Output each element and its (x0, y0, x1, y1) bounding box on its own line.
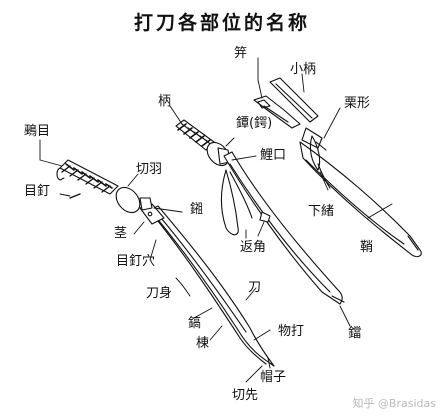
label-tsuka: 柄 (158, 94, 172, 109)
label-sageo: 下緒 (308, 204, 335, 219)
label-mekugi: 目釘 (24, 184, 51, 199)
label-toushin: 刀身 (146, 286, 173, 301)
label-kojiri: 鐺 (348, 326, 362, 341)
label-kozuka: 小柄 (290, 62, 317, 77)
label-koiguchi: 鯉口 (260, 148, 287, 163)
kozuka-knife (269, 77, 319, 123)
loose-handle (56, 159, 153, 214)
diagram-title: 打刀各部位的名称 (133, 12, 310, 34)
label-kaerizuno: 返角 (240, 240, 267, 255)
label-shinogi: 鎬 (188, 316, 202, 331)
label-monouchi: 物打 (278, 324, 305, 339)
label-mune: 棟 (196, 336, 210, 351)
label-mekugiana: 目釘穴 (116, 254, 156, 269)
label-kurikata: 栗形 (344, 96, 371, 111)
label-habaki: 鎺 (190, 202, 204, 217)
label-saya: 鞘 (360, 240, 374, 255)
saya-scabbard (299, 127, 422, 258)
label-fu: 笄 (234, 46, 248, 61)
label-ha: 刀 (248, 280, 262, 295)
mounted-sword (175, 119, 345, 305)
label-kissaki: 切先 (232, 388, 259, 403)
label-boushi: 帽子 (260, 370, 287, 385)
label-kashira: 鵐目 (24, 124, 51, 139)
watermark: 知乎 @Brasidas (352, 397, 436, 410)
kogai-hairpin (253, 95, 301, 129)
label-kirihane: 切羽 (136, 162, 163, 177)
label-nakago: 茎 (114, 226, 128, 241)
label-tsuba: 鐔(鍔) (236, 116, 273, 131)
